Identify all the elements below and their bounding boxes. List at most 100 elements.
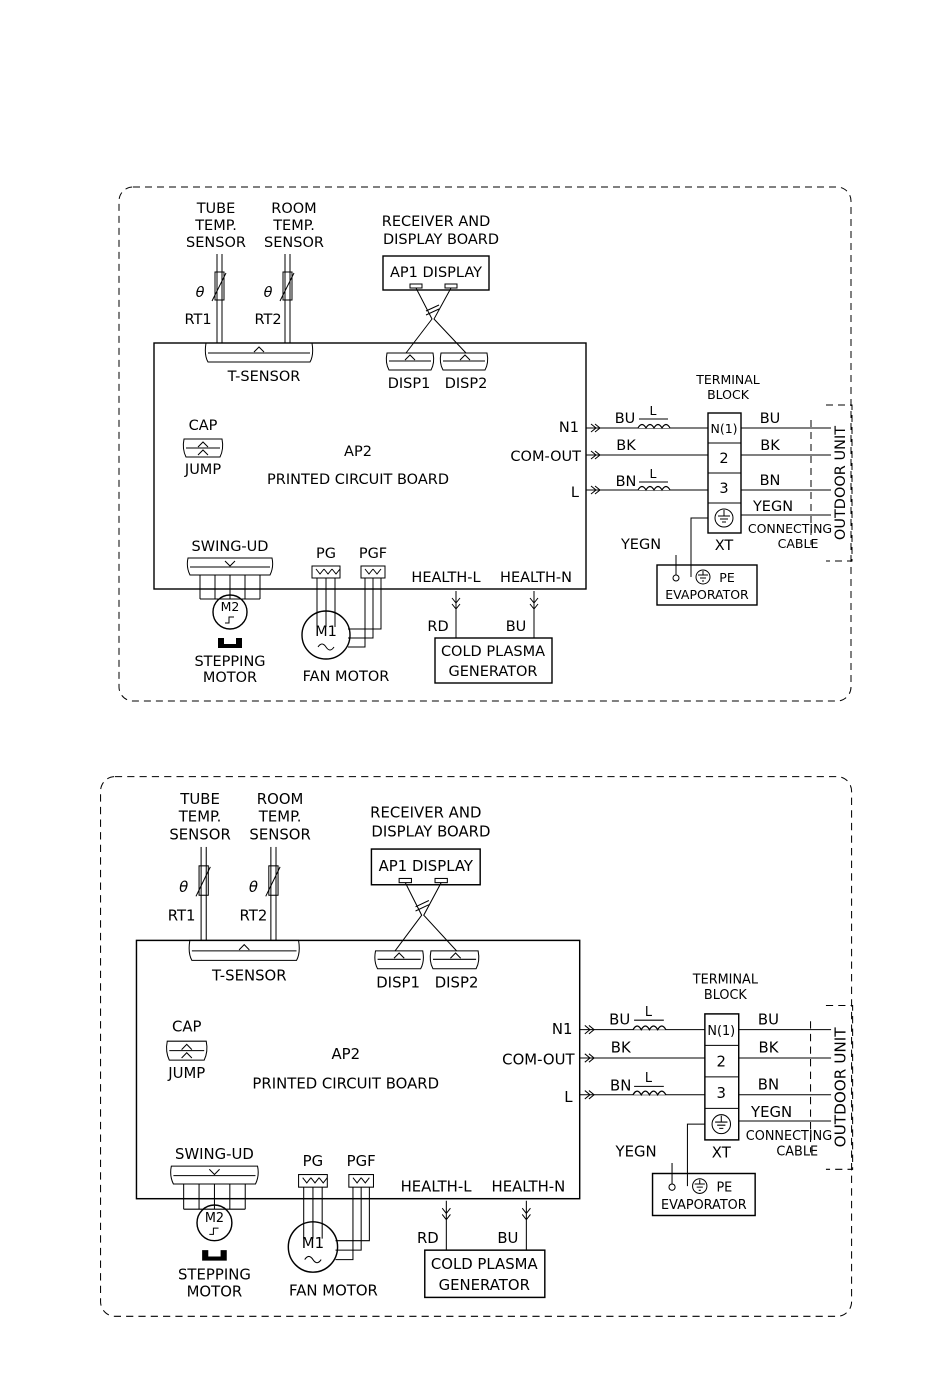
diagram-frame	[118, 186, 852, 702]
health-n-label: HEALTH-N	[500, 570, 572, 586]
com-out-label: COM-OUT	[502, 1050, 575, 1068]
receiver-board-title-2: DISPLAY BOARD	[383, 232, 499, 248]
inductor-icon	[637, 485, 671, 492]
plasma-title-2: GENERATOR	[439, 1276, 531, 1294]
terminal-block-title-1: TERMINAL	[695, 372, 760, 387]
disp2-label: DISP2	[445, 376, 488, 392]
bn-output-wire-label: BN	[760, 473, 781, 489]
connecting-cable-label-1: CONNECTING	[746, 1129, 832, 1144]
receiver-board-title-1: RECEIVER AND	[382, 214, 491, 230]
pg-label: PG	[316, 546, 336, 562]
fan-motor-label: FAN MOTOR	[289, 1281, 378, 1299]
connecting-cable-label-2: CABLE	[778, 536, 819, 551]
stepping-motor-label-1: STEPPING	[178, 1265, 251, 1283]
rt2-label: RT2	[254, 312, 281, 328]
terminal-3: 3	[717, 1084, 726, 1102]
receiver-board-title-2: DISPLAY BOARD	[371, 822, 490, 840]
n1-label: N1	[552, 1020, 573, 1038]
outdoor-unit-label: OUTDOOR UNIT	[833, 426, 849, 540]
inductor-l-label: L	[650, 403, 657, 418]
theta-symbol: θ	[249, 878, 258, 896]
yegn-pe-wire-label: YEGN	[620, 537, 661, 553]
pcb-name: AP2	[344, 444, 372, 460]
bu-output-wire-label: BU	[760, 411, 781, 427]
room-sensor-label-3: SENSOR	[264, 235, 324, 251]
outdoor-unit-box	[825, 1004, 854, 1170]
disp2-label: DISP2	[435, 973, 479, 991]
room-sensor-label-1: ROOM	[257, 790, 304, 808]
tube-sensor-label-1: TUBE	[179, 790, 220, 808]
cold-plasma-generator-box	[434, 637, 553, 684]
stepping-motor-label-2: MOTOR	[187, 1282, 243, 1300]
disp2-connector	[429, 950, 480, 970]
yegn-pe-wire-label: YEGN	[615, 1143, 657, 1161]
pgf-connector	[348, 1174, 374, 1188]
bk-output-wire-label: BK	[760, 438, 780, 454]
pe-evaporator-box	[651, 1172, 756, 1217]
outdoor-unit-label: OUTDOOR UNIT	[832, 1027, 850, 1148]
theta-symbol: θ	[196, 285, 205, 301]
bk-input-wire-label: BK	[616, 438, 636, 454]
terminal-block-title-2: BLOCK	[707, 387, 750, 402]
yegn-output-wire-label: YEGN	[750, 1103, 792, 1121]
stepping-motor-m2-icon	[212, 594, 248, 630]
pe-ground-icon	[692, 1178, 708, 1194]
stepping-motor-label-2: MOTOR	[203, 670, 257, 686]
t-sensor-label: T-SENSOR	[211, 966, 287, 984]
pgf-connector	[360, 565, 386, 579]
ap1-display-label: AP1 DISPLAY	[390, 265, 482, 281]
rt1-label: RT1	[184, 312, 211, 328]
tube-sensor-label-1: TUBE	[196, 201, 236, 217]
n1-label: N1	[559, 420, 579, 436]
outdoor-unit-box	[826, 404, 853, 562]
printed-circuit-board-box	[153, 342, 587, 590]
bu-input-wire-label: BU	[609, 1010, 630, 1028]
diagram-frame	[100, 776, 853, 1317]
plasma-bu-wire-label: BU	[506, 619, 527, 635]
m2-label: M2	[221, 599, 240, 614]
pg-label: PG	[303, 1152, 323, 1170]
tube-sensor-label-3: SENSOR	[169, 825, 231, 843]
ground-symbol-icon	[714, 508, 734, 528]
bn-output-wire-label: BN	[758, 1075, 779, 1093]
bn-input-wire-label: BN	[616, 474, 637, 490]
stepping-motor-body-icon	[218, 638, 242, 648]
inductor-l-label: L	[650, 466, 657, 481]
health-l-label: HEALTH-L	[401, 1177, 473, 1195]
room-sensor-label-1: ROOM	[271, 201, 316, 217]
pe-label: PE	[716, 1180, 732, 1195]
swing-ud-connector	[186, 557, 274, 576]
ap1-display-box	[382, 255, 490, 291]
plasma-title-1: COLD PLASMA	[431, 1255, 538, 1273]
room-sensor-label-2: TEMP.	[272, 218, 315, 234]
bu-output-wire-label: BU	[758, 1010, 779, 1028]
m2-label: M2	[205, 1211, 224, 1226]
room-sensor-label-2: TEMP.	[258, 808, 302, 826]
cold-plasma-generator-box	[424, 1249, 546, 1299]
terminal-3: 3	[719, 481, 728, 497]
rt2-label: RT2	[240, 906, 268, 924]
rt1-thermistor-icon	[198, 865, 209, 896]
stepping-motor-m2-icon	[196, 1204, 233, 1242]
plasma-title-1: COLD PLASMA	[441, 644, 545, 660]
connecting-cable-label-1: CONNECTING	[748, 521, 832, 536]
swing-ud-label: SWING-UD	[192, 539, 269, 555]
rt2-thermistor-icon	[268, 865, 279, 896]
pgf-label: PGF	[359, 546, 387, 562]
rt1-thermistor-icon	[214, 271, 225, 301]
pcb-title: PRINTED CIRCUIT BOARD	[267, 472, 449, 488]
m1-label: M1	[302, 1234, 324, 1252]
pcb-title: PRINTED CIRCUIT BOARD	[252, 1074, 439, 1092]
pe-label: PE	[719, 570, 735, 585]
theta-symbol: θ	[264, 285, 273, 301]
ap1-display-box	[370, 848, 481, 886]
pe-evaporator-box	[656, 564, 758, 606]
tube-sensor-label-2: TEMP.	[194, 218, 237, 234]
terminal-block-title-2: BLOCK	[704, 988, 747, 1003]
l-label: L	[571, 485, 579, 501]
theta-symbol: θ	[179, 878, 188, 896]
connecting-cable-label-2: CABLE	[776, 1145, 818, 1160]
terminal-n1: N(1)	[710, 421, 737, 436]
